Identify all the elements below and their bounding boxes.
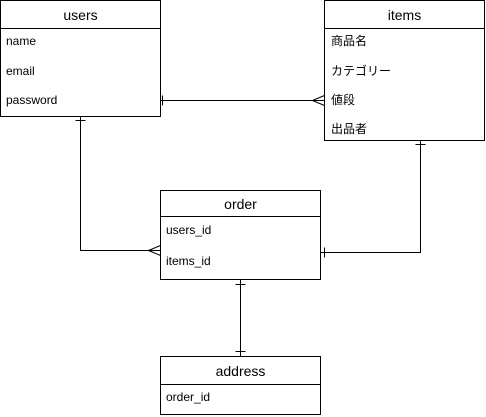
entity-order[interactable]: order users_id items_id xyxy=(160,190,321,280)
field-name: name xyxy=(6,34,36,48)
relationship-users-items xyxy=(160,95,325,106)
field-price: 値段 xyxy=(331,92,355,107)
entity-items[interactable]: items 商品名 カテゴリー 値段 出品者 xyxy=(324,0,485,141)
relationship-users-order xyxy=(75,116,161,256)
field-category: カテゴリー xyxy=(331,63,391,78)
entity-title: order xyxy=(224,196,257,212)
entity-users[interactable]: users name email password xyxy=(0,0,161,117)
entity-title: items xyxy=(388,7,421,23)
relationship-items-order xyxy=(320,140,426,258)
field-seller: 出品者 xyxy=(331,122,367,136)
entity-address[interactable]: address order_id xyxy=(160,356,321,415)
field-product-name: 商品名 xyxy=(331,33,367,48)
relationship-order-address xyxy=(235,279,246,357)
field-users-id: users_id xyxy=(166,223,211,237)
field-email: email xyxy=(6,64,35,78)
entity-title: address xyxy=(216,363,266,379)
entity-title: users xyxy=(63,7,97,23)
field-items-id: items_id xyxy=(166,254,211,268)
field-password: password xyxy=(6,93,57,107)
field-order-id: order_id xyxy=(166,390,210,404)
